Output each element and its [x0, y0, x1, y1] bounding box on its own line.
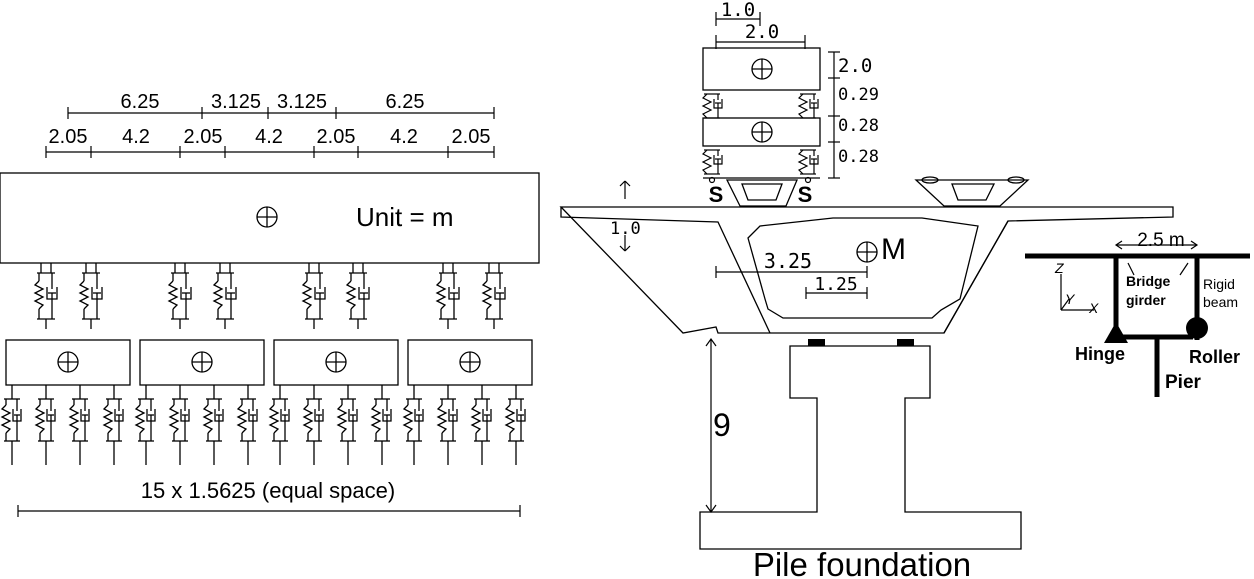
dim-4-2-c: 4.2 [390, 126, 418, 148]
dim-6-25-left: 6.25 [121, 91, 160, 113]
small-girders [725, 176, 1030, 207]
pier-label: Pier [1165, 372, 1202, 393]
box-offset-label: 1.25 [814, 274, 857, 295]
hinge-icon [1104, 322, 1128, 343]
stacked-model: 1.0 2.0 2.0 0.29 0.28 0.28 [702, 0, 879, 179]
dim-top-half-width: 1.0 [721, 0, 755, 21]
dim-2-05-a: 2.05 [49, 126, 88, 148]
dim-top-width: 2.0 [745, 21, 779, 43]
support-s-left: S [709, 182, 724, 207]
support-s-right: S [798, 182, 813, 207]
pier-height-dim [705, 337, 717, 514]
top-mass-symbol [256, 206, 278, 228]
dim-2-05-b: 2.05 [184, 126, 223, 148]
dim-3-125-right: 3.125 [277, 91, 327, 113]
upper-springs [34, 262, 506, 330]
equal-space-label: 15 x 1.5625 (equal space) [141, 478, 395, 503]
bearings [808, 339, 914, 346]
box-width-label: 3.25 [764, 249, 812, 273]
bridge-cross-section: 1.0 2.0 2.0 0.29 0.28 0.28 [559, 0, 1174, 579]
supports: S S [703, 176, 820, 207]
dim-gap-lower: 0.28 [838, 147, 879, 167]
lower-dimension-row [45, 146, 495, 158]
dim-block-height: 2.0 [838, 55, 872, 77]
unit-label: Unit = m [356, 202, 454, 232]
lower-springs [1, 384, 526, 466]
roller-icon [1186, 317, 1208, 339]
deck-thickness-label: 1.0 [610, 219, 641, 239]
box-width-dims [715, 266, 868, 299]
pile-foundation-label: Pile foundation [753, 546, 971, 579]
pier-foundation [699, 345, 1022, 550]
bottom-dimension-line [17, 505, 521, 517]
roller-label: Roller [1189, 347, 1240, 367]
dim-2-05-c: 2.05 [317, 126, 356, 148]
dim-6-25-right: 6.25 [386, 91, 425, 113]
dim-3-125-left: 3.125 [211, 91, 261, 113]
girder-label: girder [1126, 292, 1166, 308]
dim-middle-height: 0.28 [838, 116, 879, 136]
dim-2-05-d: 2.05 [452, 126, 491, 148]
stack-top-block [702, 47, 821, 91]
mass-m-label: M [881, 233, 906, 266]
middle-mass-blocks [5, 339, 533, 386]
stack-middle-block [702, 117, 821, 147]
rigid-label: Rigid [1203, 276, 1235, 292]
axes-icon [1060, 274, 1094, 311]
beam-label: beam [1203, 294, 1238, 310]
deck-thickness-dim [619, 180, 631, 252]
axis-x: X [1088, 300, 1099, 316]
dim-4-2-b: 4.2 [255, 126, 283, 148]
axis-z: Z [1054, 260, 1064, 276]
axis-y: Y [1065, 291, 1076, 307]
pier-height-label: 9 [713, 407, 731, 443]
box-girder [559, 206, 1174, 334]
span-label: 2.5 m [1137, 230, 1185, 251]
hinge-label: Hinge [1075, 344, 1125, 364]
connection-detail: 2.5 m Bridge girder Rigid beam Z Y X Hin… [1025, 230, 1250, 397]
left-spring-model: 6.25 3.125 3.125 6.25 2.05 4.2 2.05 4.2 … [0, 91, 540, 517]
dim-4-2-a: 4.2 [122, 126, 150, 148]
top-mass-block [0, 172, 540, 264]
bridge-label: Bridge [1126, 273, 1171, 289]
top-dimension-row [67, 107, 495, 119]
dim-gap-upper: 0.29 [838, 85, 879, 105]
